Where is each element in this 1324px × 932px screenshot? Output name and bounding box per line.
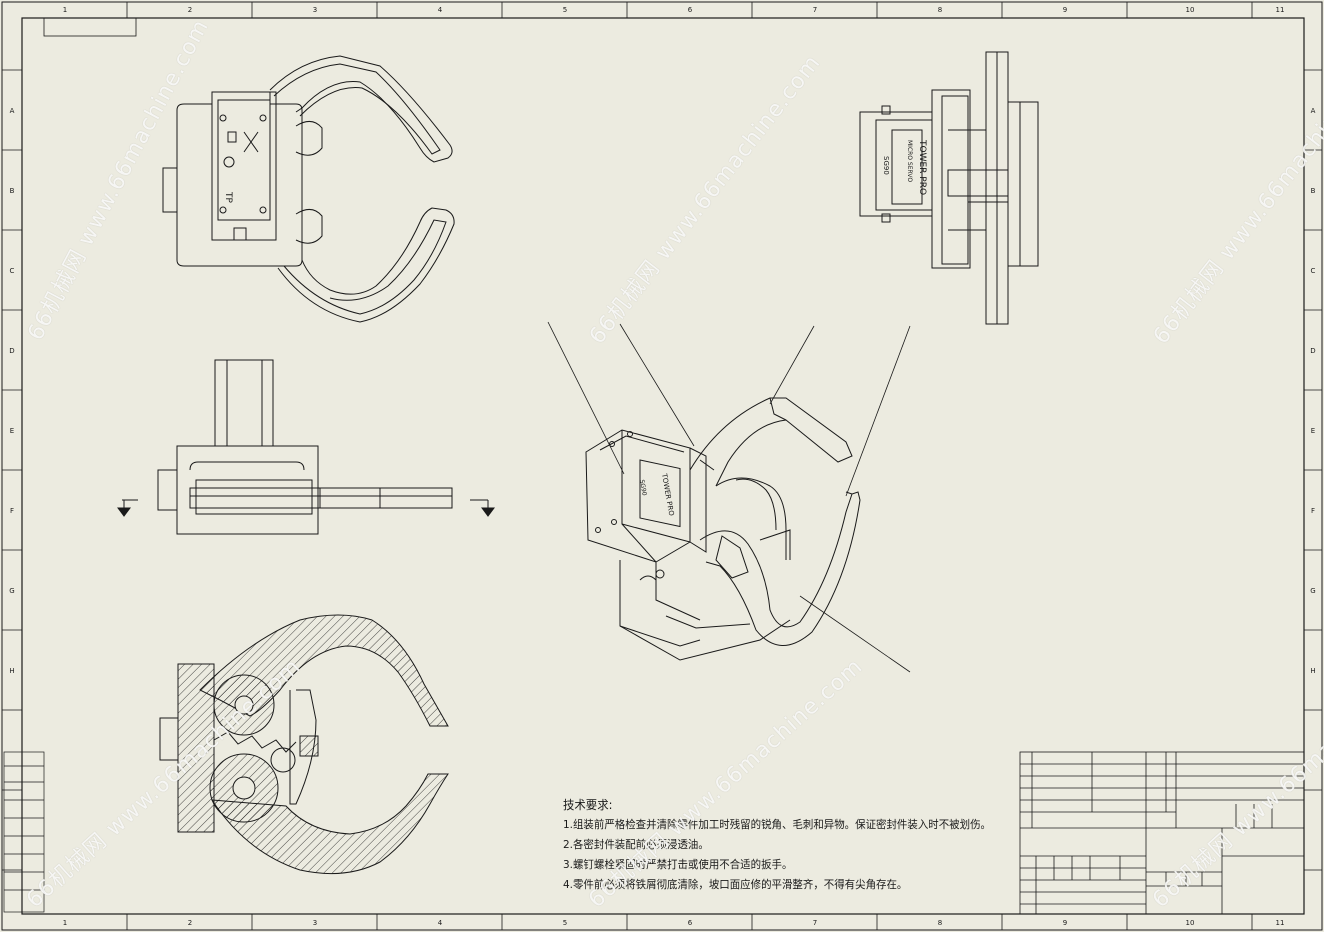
zone-number-bottom: 6 xyxy=(688,919,693,927)
servo-label-side: TOWER PRO MICRO SERVO SG90 xyxy=(882,139,927,195)
zone-letter-right: G xyxy=(1310,587,1315,595)
zone-number-bottom: 4 xyxy=(438,919,443,927)
zone-number-top: 2 xyxy=(188,6,192,14)
zone-number-bottom: 10 xyxy=(1186,919,1195,927)
zone-number-bottom: 5 xyxy=(563,919,567,927)
gripper-isometric-view xyxy=(585,397,861,661)
zone-number-top: 3 xyxy=(313,6,317,14)
zone-number-top: 1 xyxy=(63,6,67,14)
zone-number-top: 6 xyxy=(688,6,693,14)
zone-number-bottom: 8 xyxy=(938,919,942,927)
gripper-front-view xyxy=(117,359,495,535)
zone-letter-right: F xyxy=(1311,507,1315,515)
servo-brand-text: TOWER PRO xyxy=(917,139,927,195)
servo-model-number: SG90 xyxy=(882,156,890,175)
tech-requirements-title: 技术要求: xyxy=(563,798,613,812)
zone-letter-left: D xyxy=(9,347,14,355)
zone-letter-left: E xyxy=(10,427,14,435)
tech-requirement-item: 4.零件前必须将铁屑彻底清除，坡口面应修的平滑整齐，不得有尖角存在。 xyxy=(563,878,908,891)
zone-number-bottom: 1 xyxy=(63,919,67,927)
zone-number-top: 10 xyxy=(1186,6,1195,14)
technical-requirements: 技术要求: 1.组装前严格检查并清除零件加工时残留的锐角、毛刺和异物。保证密封件… xyxy=(563,795,991,895)
zone-letter-left: G xyxy=(9,587,14,595)
zone-number-top: 4 xyxy=(438,6,443,14)
zone-number-bottom: 2 xyxy=(188,919,192,927)
zone-letter-right: D xyxy=(1310,347,1315,355)
servo-label-top: TP xyxy=(223,191,233,203)
zone-letter-right: B xyxy=(1311,187,1316,195)
title-block xyxy=(1019,751,1305,915)
servo-brand-text-iso: TOWER PRO xyxy=(660,472,676,517)
zone-numbers: 1 2 3 4 5 6 7 8 9 10 11 1 2 3 4 5 6 7 8 … xyxy=(9,6,1315,927)
zone-number-bottom: 9 xyxy=(1063,919,1067,927)
zone-number-bottom: 3 xyxy=(313,919,317,927)
tech-requirement-item: 3.螺钉螺栓紧固时严禁打击或使用不合适的扳手。 xyxy=(563,858,793,871)
gripper-side-view xyxy=(859,51,1039,325)
balloon-leaders xyxy=(547,321,911,673)
zone-letter-right: H xyxy=(1310,667,1315,675)
zone-letter-left: B xyxy=(10,187,15,195)
zone-number-top: 7 xyxy=(813,6,817,14)
tech-requirement-item: 1.组装前严格检查并清除零件加工时残留的锐角、毛刺和异物。保证密封件装入时不被划… xyxy=(563,818,991,831)
servo-label-iso: TOWER PRO SG90 xyxy=(638,472,675,517)
zone-number-top: 8 xyxy=(938,6,942,14)
zone-letter-right: E xyxy=(1311,427,1315,435)
zone-letter-left: F xyxy=(10,507,14,515)
zone-letter-left: H xyxy=(9,667,14,675)
left-signature-strip xyxy=(3,751,45,913)
zone-number-bottom: 11 xyxy=(1276,919,1285,927)
tech-requirement-item: 2.各密封件装配前必须浸透油。 xyxy=(563,838,709,851)
servo-model-number-iso: SG90 xyxy=(638,479,648,496)
zone-letter-left: C xyxy=(10,267,15,275)
zone-letter-left: A xyxy=(10,107,15,115)
gripper-section-view xyxy=(159,614,449,875)
zone-number-bottom: 7 xyxy=(813,919,817,927)
servo-mark-text: TP xyxy=(223,191,233,203)
zone-number-top: 5 xyxy=(563,6,567,14)
servo-model-text: MICRO SERVO xyxy=(906,140,913,182)
zone-letter-right: C xyxy=(1311,267,1316,275)
zone-letter-right: A xyxy=(1311,107,1316,115)
zone-number-top: 9 xyxy=(1063,6,1067,14)
zone-number-top: 11 xyxy=(1276,6,1285,14)
gripper-top-view xyxy=(162,55,455,323)
